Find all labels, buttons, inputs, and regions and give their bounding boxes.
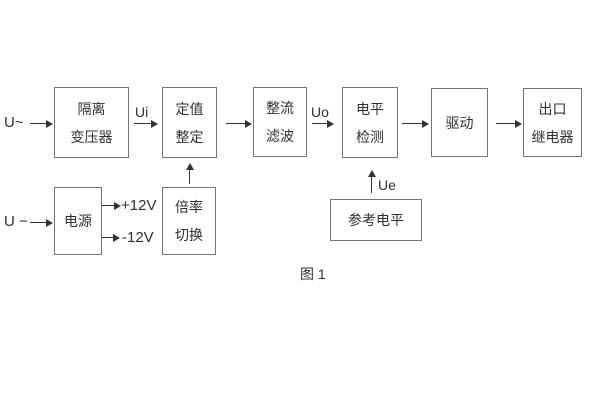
block-level-detection: 电平 检测 xyxy=(342,87,398,158)
label-signal-ui: Ui xyxy=(135,104,149,120)
arrow-ratio-to-setpoint xyxy=(185,163,194,184)
arrow-input-dc-to-power xyxy=(30,218,53,227)
block-line: 参考电平 xyxy=(348,212,404,228)
block-ratio-switch: 倍率 切换 xyxy=(162,187,216,255)
block-line: 出口 xyxy=(538,100,567,117)
block-line: 驱动 xyxy=(445,114,474,131)
block-line: 继电器 xyxy=(531,128,574,145)
arrow-driver-to-relay xyxy=(496,119,522,128)
block-line: 检测 xyxy=(356,128,384,145)
block-line: 定值 xyxy=(175,100,204,117)
block-line: 倍率 xyxy=(175,199,203,215)
label-rail-plus12v: +12V xyxy=(121,197,157,214)
arrow-power-plus12v xyxy=(102,201,121,210)
arrow-setpoint-to-rectifier xyxy=(226,119,252,128)
label-input-ac: U~ xyxy=(4,114,24,131)
block-output-relay: 出口 继电器 xyxy=(523,88,582,157)
arrow-reference-to-level xyxy=(367,170,376,193)
arrow-transformer-to-setpoint xyxy=(134,119,158,128)
label-input-dc: U − xyxy=(4,213,28,230)
block-line: 整定 xyxy=(175,128,204,145)
block-line: 隔离 xyxy=(77,100,106,117)
block-line: 电平 xyxy=(356,100,384,117)
arrow-rectifier-to-level xyxy=(312,119,334,128)
block-setpoint-setting: 定值 整定 xyxy=(162,87,217,158)
block-line: 变压器 xyxy=(70,128,113,145)
arrow-power-minus12v xyxy=(102,233,120,242)
figure-caption: 图 1 xyxy=(300,266,326,282)
block-power-supply: 电源 xyxy=(54,187,102,255)
block-line: 整流 xyxy=(266,100,294,116)
block-line: 滤波 xyxy=(266,128,294,144)
block-line: 电源 xyxy=(64,213,92,229)
label-signal-ue: Ue xyxy=(378,177,396,193)
block-isolation-transformer: 隔离 变压器 xyxy=(54,87,129,158)
block-line: 切换 xyxy=(175,227,203,243)
block-driver: 驱动 xyxy=(431,88,488,157)
arrow-input-ac-to-transformer xyxy=(30,119,53,128)
label-signal-uo: Uo xyxy=(311,104,329,120)
label-rail-minus12v: -12V xyxy=(122,229,154,246)
block-reference-level: 参考电平 xyxy=(330,199,422,241)
block-rectify-filter: 整流 滤波 xyxy=(253,87,307,157)
arrow-level-to-driver xyxy=(402,119,429,128)
